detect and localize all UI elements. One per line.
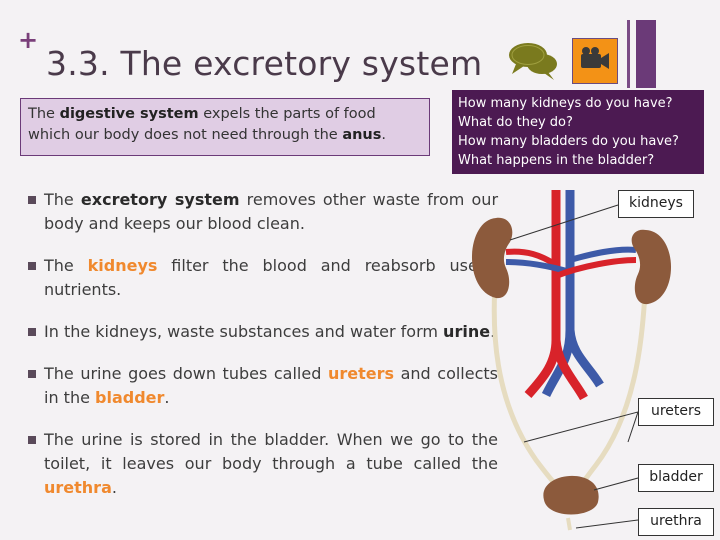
bullet-text: In the kidneys, waste substances and wat… [44,322,444,341]
term-urethra: urethra [44,478,112,497]
term-ureters: ureters [327,364,394,383]
bullet-kidneys: The kidneys filter the blood and reabsor… [28,254,498,302]
term-bladder: bladder [95,388,165,407]
bullet-ureters: The urine goes down tubes called ureters… [28,362,498,410]
urinary-system-diagram [471,190,672,531]
bullet-text: removes other waste from our body and ke… [44,190,499,233]
question-2: What do they do? [458,115,573,130]
bullet-text: . [111,478,117,497]
digestive-note-box: The digestive system expels the parts of… [20,98,430,156]
label-bladder: bladder [638,464,714,492]
label-kidneys: kidneys [618,190,694,218]
bullet-text: The urine goes down tubes called [44,364,328,383]
speech-bubbles-icon[interactable] [506,40,560,82]
video-camera-icon[interactable] [572,38,618,84]
questions-box: How many kidneys do you have? What do th… [452,90,704,174]
bullet-square-icon [28,370,36,378]
term-urine: urine [443,322,491,341]
page-title: 3.3. The excretory system [46,44,483,83]
bullet-urethra: The urine is stored in the bladder. When… [28,428,498,500]
digestive-text-1: The [28,106,60,122]
bullet-square-icon [28,436,36,444]
bullet-square-icon [28,262,36,270]
digestive-text-2: expels the parts of food which our body … [28,106,376,143]
bullet-text: The urine is stored in the bladder. When… [44,430,498,473]
right-kidney [631,229,672,305]
bullet-text: . [164,388,170,407]
label-ureters: ureters [638,398,714,426]
decor-bar-thin [627,20,630,88]
label-urethra: urethra [638,508,714,536]
question-1: How many kidneys do you have? [458,96,673,111]
bullet-text: The [44,256,88,275]
bullet-square-icon [28,196,36,204]
bullet-square-icon [28,328,36,336]
digestive-term: digestive system [59,106,199,122]
bullet-text: The [44,190,81,209]
bladder-organ [543,475,599,515]
bullet-list: The excretory system removes other waste… [28,188,498,500]
plus-mark: + [18,26,39,54]
digestive-text-3: . [381,127,386,143]
term-excretory-system: excretory system [80,190,240,209]
anus-term: anus [342,127,382,143]
decor-bar-thick [636,20,656,88]
term-kidneys: kidneys [87,256,158,275]
question-4: What happens in the bladder? [458,153,655,168]
left-kidney [471,217,513,299]
bullet-text: and collects in the [44,364,498,407]
bullet-urine: In the kidneys, waste substances and wat… [28,320,498,344]
bullet-excretory: The excretory system removes other waste… [28,188,498,236]
bullet-text: filter the blood and reabsorb useful nut… [44,256,499,299]
question-3: How many bladders do you have? [458,134,679,149]
